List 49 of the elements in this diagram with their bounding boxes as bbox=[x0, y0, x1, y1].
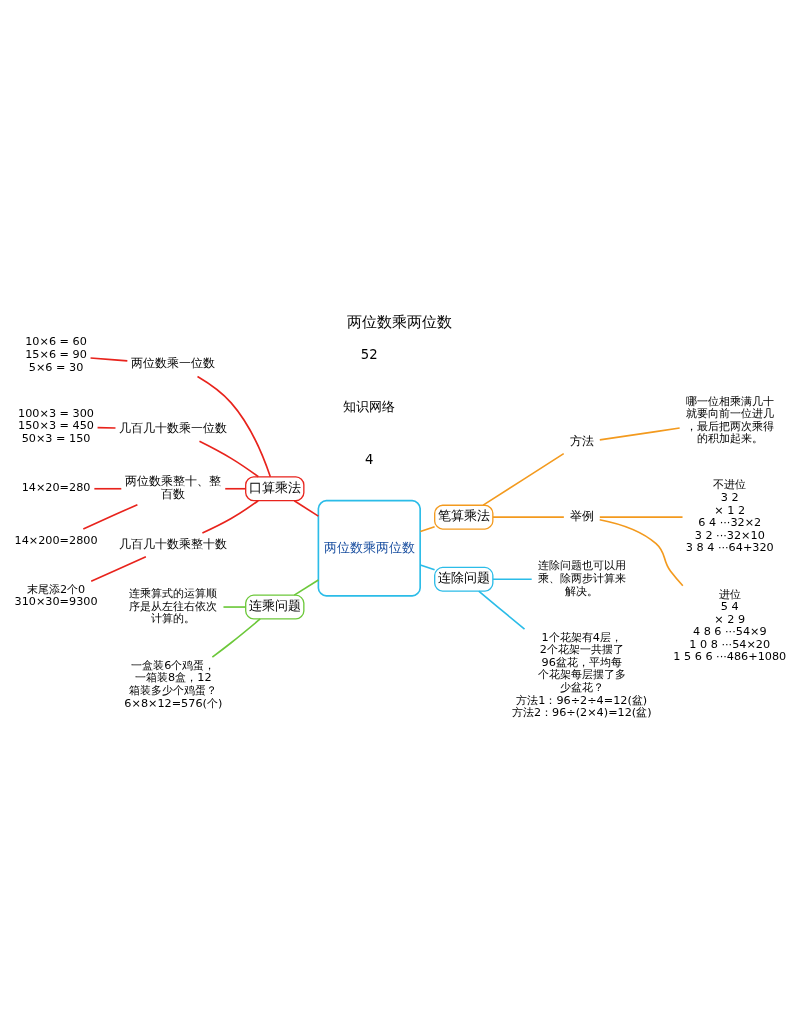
connector bbox=[419, 563, 436, 571]
node-text: 进位 5 4 × 2 9 4 8 6 ···54×9 1 0 8 ···54×20 1 5 6 6 ···486+1080 bbox=[673, 587, 787, 663]
node-box: 连除问题 bbox=[434, 566, 494, 592]
node-text: 末尾添2个0 310×30=9300 bbox=[14, 582, 98, 608]
node-text: 几百几十数乘整十数 bbox=[119, 536, 228, 551]
node-text: 100×3 = 300 150×3 = 450 50×3 = 150 bbox=[18, 406, 94, 445]
node-text: 连除问题也可以用乘、除两步计算来解决。 bbox=[537, 558, 626, 598]
node-text: 举例 bbox=[569, 508, 594, 523]
connector bbox=[492, 577, 533, 580]
node-text: 14×200=2800 bbox=[14, 533, 98, 547]
node-text: 几百几十数乘一位数 bbox=[119, 420, 228, 435]
node-text: 方法 bbox=[569, 433, 594, 448]
connector bbox=[477, 589, 526, 630]
node-text: 10×6 = 60 15×6 = 90 5×6 = 30 bbox=[25, 334, 87, 374]
node-text: 两位数乘一位数 bbox=[131, 355, 216, 370]
label: 52 bbox=[360, 346, 378, 362]
connector bbox=[482, 452, 565, 506]
connector bbox=[198, 439, 260, 478]
node-text: 一盒装6个鸡蛋，一箱装8盒，12箱装多少个鸡蛋？ 6×8×12=576(个) bbox=[124, 658, 223, 710]
node-text: 哪一位相乘满几十就要向前一位进几，最后把两次乘得的积加起来。 bbox=[685, 394, 774, 445]
connector bbox=[82, 503, 139, 530]
connector bbox=[492, 515, 565, 518]
node-text: 连乘算式的运算顺序是从左往右依次计算的。 bbox=[129, 586, 218, 625]
node-box: 笔算乘法 bbox=[434, 504, 494, 530]
connector bbox=[293, 499, 320, 517]
connector bbox=[598, 426, 681, 441]
node-text: 14×20=280 bbox=[21, 480, 91, 494]
node-box: 口算乘法 bbox=[245, 475, 305, 501]
connector bbox=[89, 356, 129, 362]
connector bbox=[222, 605, 247, 608]
connector bbox=[293, 578, 320, 596]
connector bbox=[201, 499, 260, 534]
node-text: 不进位 3 2 × 1 2 6 4 ···32×2 3 2 ···32×10 3 8 4 ···64+320 bbox=[685, 477, 774, 554]
connector bbox=[90, 555, 147, 582]
connector bbox=[96, 426, 117, 429]
diagram-title: 两位数乘两位数 bbox=[347, 313, 453, 330]
connector bbox=[598, 515, 684, 518]
node-box: 两位数乘两位数 bbox=[317, 499, 421, 597]
connector bbox=[196, 375, 272, 478]
node-text: 1个花架有4层，2个花架一共摆了96盆花，平均每个花架每层摆了多少盆花？ 方法1：96÷2÷4=12(盆) 方法2：96÷(2×4)=12(盆) bbox=[511, 630, 652, 719]
connector bbox=[598, 518, 684, 586]
connector bbox=[419, 525, 436, 532]
connector bbox=[93, 487, 123, 490]
connector bbox=[224, 487, 247, 490]
label: 4 bbox=[365, 451, 374, 467]
node-text: 两位数乘整十、整百数 bbox=[125, 473, 222, 501]
label: 知识网络 bbox=[343, 398, 396, 414]
node-box: 连乘问题 bbox=[245, 594, 305, 620]
connector bbox=[211, 617, 261, 658]
